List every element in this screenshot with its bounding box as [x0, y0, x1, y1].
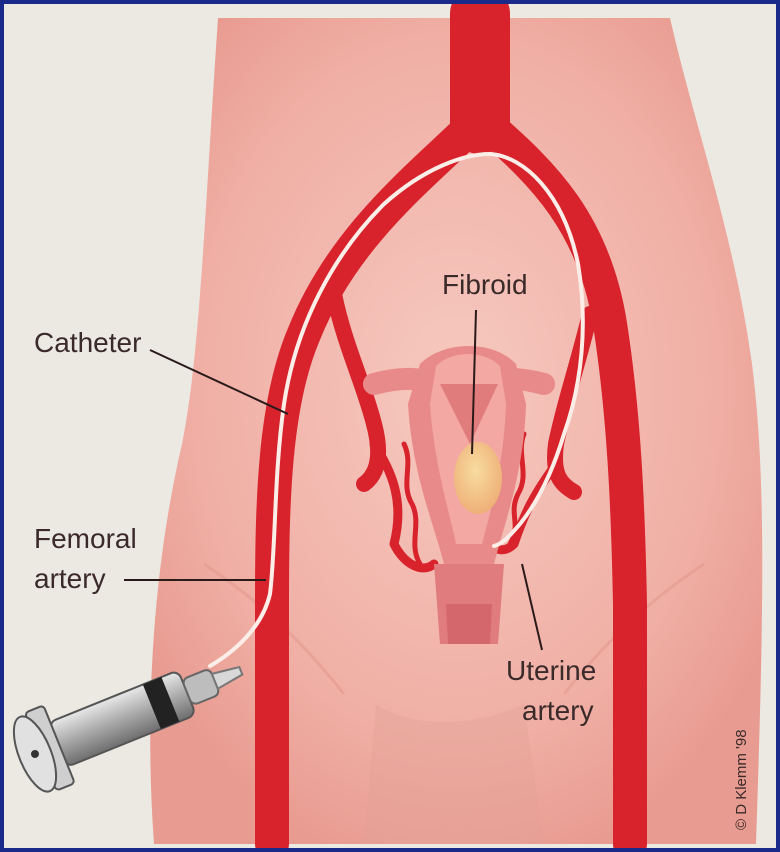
vaginal-canal	[446, 604, 492, 644]
label-fibroid: Fibroid	[442, 269, 528, 300]
label-catheter: Catheter	[34, 327, 141, 358]
uterine-artery-embolization-diagram: Catheter Fibroid Femoral artery Uterine …	[4, 4, 776, 848]
illustration-frame: Catheter Fibroid Femoral artery Uterine …	[4, 4, 776, 848]
artist-credit: © D Klemm '98	[733, 729, 750, 830]
label-femoral-artery: artery	[34, 563, 106, 594]
label-uterine: Uterine	[506, 655, 596, 686]
label-uterine-artery: artery	[522, 695, 594, 726]
label-femoral: Femoral	[34, 523, 137, 554]
thigh-gap-shading	[364, 704, 544, 844]
fibroid	[454, 442, 502, 514]
